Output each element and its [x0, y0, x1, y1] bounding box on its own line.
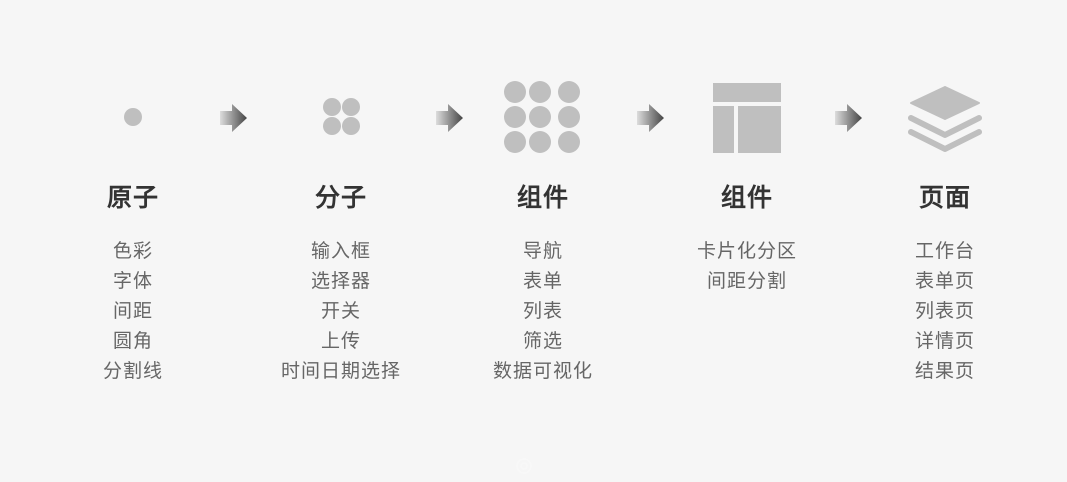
- list-item: 工作台: [914, 240, 975, 262]
- arrow-right-icon: [835, 104, 862, 132]
- item-list: 色彩 字体 间距 圆角 分割线: [33, 236, 233, 386]
- nine-dots-icon: [503, 80, 583, 156]
- column-title: 分子: [314, 183, 367, 212]
- column-title: 组件: [516, 183, 569, 212]
- item-list: 卡片化分区 间距分割: [647, 236, 847, 296]
- dot-icon: [93, 80, 173, 156]
- list-item: 间距: [112, 300, 153, 322]
- column-title: 页面: [918, 183, 971, 212]
- list-item: 表单页: [914, 270, 975, 292]
- column-layout: 组件 卡片化分区 间距分割: [647, 0, 847, 482]
- list-item: 圆角: [112, 330, 153, 352]
- list-item: 分割线: [102, 360, 163, 382]
- list-item: 筛选: [522, 330, 563, 352]
- list-item: 字体: [112, 270, 153, 292]
- layout-icon: [707, 80, 787, 156]
- arrow-right-icon: [436, 104, 463, 132]
- list-item: 选择器: [310, 270, 371, 292]
- list-item: 导航: [522, 240, 563, 262]
- column-title: 组件: [720, 183, 773, 212]
- list-item: 开关: [320, 300, 361, 322]
- item-list: 工作台 表单页 列表页 详情页 结果页: [845, 236, 1045, 386]
- four-dots-icon: [301, 80, 381, 156]
- arrow-right-icon: [637, 104, 664, 132]
- list-item: 间距分割: [706, 270, 787, 292]
- list-item: 时间日期选择: [280, 360, 401, 382]
- list-item: 详情页: [914, 330, 975, 352]
- column-title: 原子: [106, 183, 159, 212]
- watermark-logo-icon: [516, 458, 532, 474]
- item-list: 输入框 选择器 开关 上传 时间日期选择: [241, 236, 441, 386]
- list-item: 列表: [522, 300, 563, 322]
- arrow-right-icon: [220, 104, 247, 132]
- column-molecule: 分子 输入框 选择器 开关 上传 时间日期选择: [241, 0, 441, 482]
- item-list: 导航 表单 列表 筛选 数据可视化: [443, 236, 643, 386]
- column-page: 页面 工作台 表单页 列表页 详情页 结果页: [845, 0, 1045, 482]
- list-item: 输入框: [310, 240, 371, 262]
- list-item: 数据可视化: [492, 360, 593, 382]
- list-item: 列表页: [914, 300, 975, 322]
- column-component: 组件 导航 表单 列表 筛选 数据可视化: [443, 0, 643, 482]
- list-item: 色彩: [112, 240, 153, 262]
- list-item: 上传: [320, 330, 361, 352]
- list-item: 表单: [522, 270, 563, 292]
- layers-icon: [905, 80, 985, 156]
- list-item: 卡片化分区: [696, 240, 797, 262]
- column-atom: 原子 色彩 字体 间距 圆角 分割线: [33, 0, 233, 482]
- list-item: 结果页: [914, 360, 975, 382]
